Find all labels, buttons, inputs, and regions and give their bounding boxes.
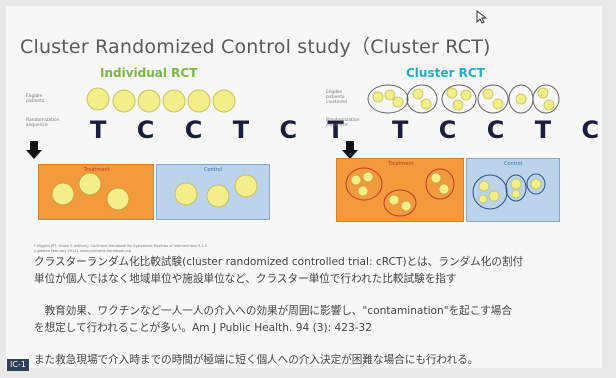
smiley-icon — [206, 184, 230, 208]
smiley-icon — [51, 182, 75, 206]
smiley-icon — [234, 174, 258, 198]
presentation-slide: Cluster Randomized Control study（Cluster… — [6, 6, 602, 368]
smiley-icon — [187, 89, 211, 113]
sequence-letter: C — [279, 116, 309, 144]
individual-sequence: T C C T C T — [90, 116, 355, 144]
smiley-icon — [78, 172, 102, 196]
individual-treatment-smileys — [51, 172, 130, 211]
cluster-rct-heading: Cluster RCT — [406, 66, 485, 80]
sequence-letter: T — [232, 116, 261, 144]
cluster-circle — [345, 167, 383, 201]
individual-randomization-label: Randomization sequence — [26, 118, 60, 128]
paragraph-2-line-1: 教育効果、ワクチンなど一人一人の介入への効果が周囲に影響し、"contamina… — [34, 305, 512, 317]
paragraph-2-line-2: を想定して行われることが多い。Am J Public Health. 94 (3… — [34, 322, 373, 334]
cluster-eligible-label: Eligible patients clustered — [326, 90, 347, 105]
individual-control-label: Control — [204, 167, 223, 173]
cluster-circles-row — [367, 84, 560, 114]
sequence-letter: C — [486, 116, 516, 144]
cluster-circle — [425, 168, 455, 200]
smiley-icon — [174, 182, 198, 206]
individual-control-smileys — [174, 174, 258, 208]
cluster-sequence: T C C T C T — [392, 116, 616, 144]
mouse-cursor-icon — [476, 9, 488, 24]
smiley-icon — [162, 89, 186, 113]
individual-treatment-label: Treatment — [84, 167, 110, 173]
cluster-circle — [526, 173, 546, 195]
smiley-icon — [106, 187, 130, 211]
cluster-circle — [367, 84, 409, 114]
cluster-circle — [406, 84, 438, 114]
cluster-control-groups — [472, 173, 546, 210]
paragraph-1-line-2: 単位が個人ではなく地域単位や施設単位など、クラスター単位で行われた比較試験を指す — [34, 273, 457, 285]
cluster-circle — [477, 84, 509, 114]
cluster-circle — [383, 189, 417, 217]
paragraph-3: また救急現場で介入時までの時間が極端に短く個人への介入決定が困難な場合にも行われ… — [34, 354, 479, 366]
paragraph-1-line-1: クラスターランダム化比較試験(cluster randomized contro… — [34, 256, 524, 268]
sequence-letter: T — [327, 116, 355, 144]
cluster-control-label: Control — [504, 161, 523, 167]
citation-footnote: * Higgins JPT, Green S (editors). Cochra… — [34, 244, 207, 253]
page-badge: IC-1 — [7, 359, 29, 371]
sequence-letter: C — [136, 116, 166, 144]
sequence-letter: C — [581, 116, 611, 144]
down-arrow-icon — [342, 141, 358, 159]
smiley-icon — [137, 89, 161, 113]
sequence-letter: T — [392, 116, 420, 144]
cluster-circle — [441, 84, 477, 114]
individual-rct-heading: Individual RCT — [100, 66, 198, 80]
cluster-circle — [532, 84, 560, 114]
individual-smiley-row — [86, 87, 236, 113]
smiley-icon — [86, 87, 110, 111]
sequence-letter: T — [534, 116, 563, 144]
cluster-circle — [505, 174, 527, 202]
smiley-icon — [112, 89, 136, 113]
cluster-treatment-groups — [345, 167, 455, 217]
slide-title: Cluster Randomized Control study（Cluster… — [20, 36, 491, 58]
down-arrow-icon — [26, 141, 42, 159]
cluster-treatment-label: Treatment — [388, 161, 414, 167]
cluster-circle — [472, 174, 508, 210]
smiley-icon — [212, 89, 236, 113]
sequence-letter: C — [438, 116, 468, 144]
sequence-letter: C — [184, 116, 214, 144]
cluster-randomization-label: Randomization sequence — [326, 118, 360, 128]
sequence-letter: T — [90, 116, 118, 144]
individual-eligible-label: Eligible patients — [26, 94, 45, 104]
